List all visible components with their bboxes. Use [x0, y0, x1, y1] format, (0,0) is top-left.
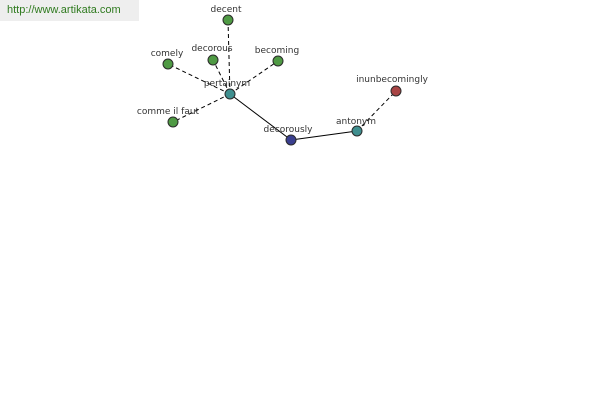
node-label-decent: decent [211, 5, 242, 15]
node-circle-becoming[interactable] [272, 55, 284, 67]
node-label-pertainym: pertainym [204, 79, 250, 89]
node-circle-decorously[interactable] [285, 134, 297, 146]
node-circle-comely[interactable] [162, 58, 174, 70]
node-antonym[interactable]: antonym [336, 117, 376, 137]
edge-pertainym-comely [167, 63, 231, 95]
nodes-layer: decent decorous comely becoming comme il fau… [137, 5, 429, 146]
node-becoming[interactable]: becoming [255, 46, 299, 67]
node-comme-il-faut[interactable]: comme il faut [137, 107, 200, 128]
node-label-inunbecomingly: inunbecomingly [356, 75, 429, 85]
node-circle-decent[interactable] [222, 14, 234, 26]
node-circle-antonym[interactable] [351, 125, 363, 137]
node-comely[interactable]: comely [151, 49, 184, 70]
edge-pertainym-decorous [212, 59, 231, 95]
edge-decorously-pertainym [229, 93, 292, 141]
node-label-comely: comely [151, 49, 184, 59]
node-label-becoming: becoming [255, 46, 299, 56]
node-circle-comme-il-faut[interactable] [167, 116, 179, 128]
node-label-comme-il-faut: comme il faut [137, 107, 200, 117]
edge-pertainym-comme-il-faut [172, 93, 231, 123]
node-decorous[interactable]: decorous [191, 44, 233, 66]
node-label-antonym: antonym [336, 117, 376, 127]
node-pertainym[interactable]: pertainym [204, 79, 250, 100]
node-circle-inunbecomingly[interactable] [390, 85, 402, 97]
node-decorously[interactable]: decorously [264, 125, 314, 146]
edge-pertainym-decent [227, 19, 231, 95]
edge-pertainym-becoming [229, 60, 279, 95]
edge-decorously-antonym [290, 130, 358, 141]
node-label-decorously: decorously [264, 125, 314, 135]
node-circle-decorous[interactable] [207, 54, 219, 66]
edge-antonym-inunbecomingly [356, 90, 397, 132]
source-link[interactable]: http://www.artikata.com [0, 0, 139, 21]
node-inunbecomingly[interactable]: inunbecomingly [356, 75, 429, 97]
node-label-decorous: decorous [191, 44, 232, 54]
node-circle-pertainym[interactable] [224, 88, 236, 100]
edges-layer [167, 19, 397, 141]
node-decent[interactable]: decent [211, 5, 242, 26]
